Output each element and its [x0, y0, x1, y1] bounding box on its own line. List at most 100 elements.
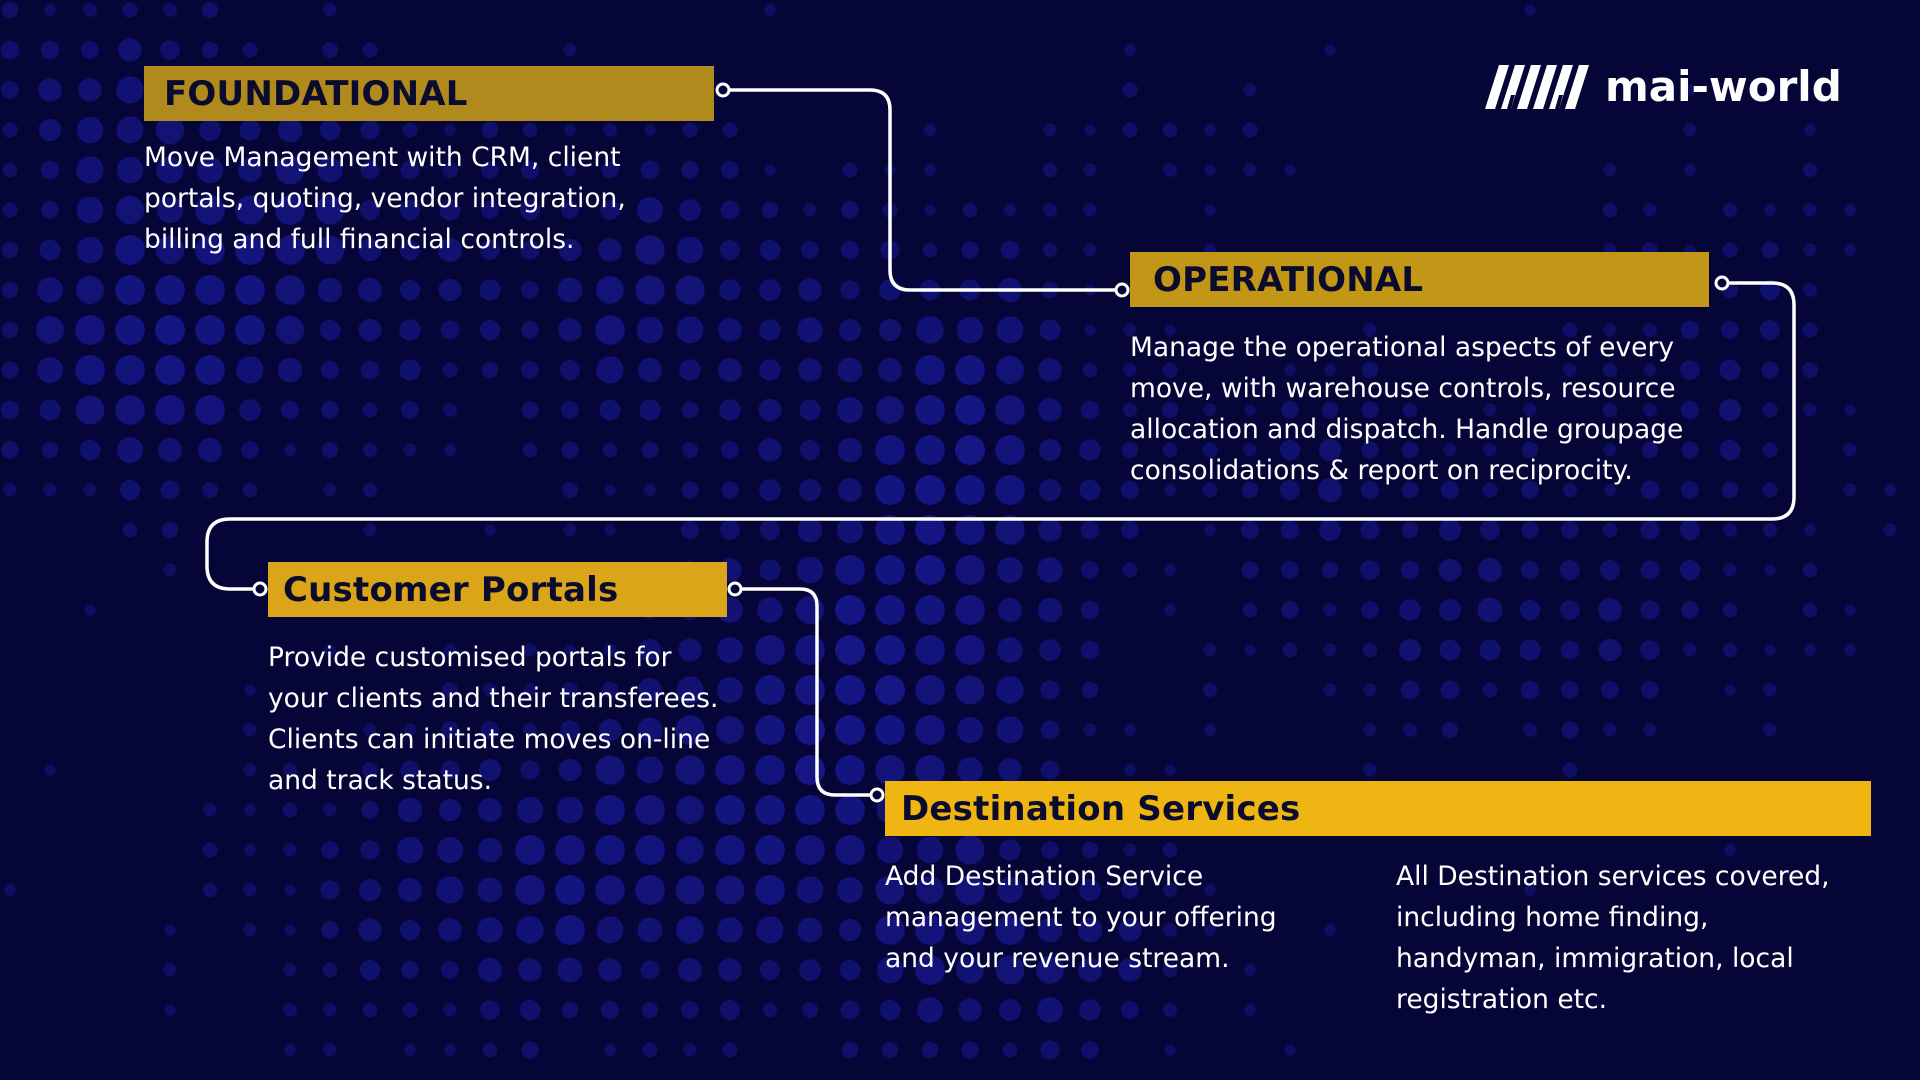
map-dot [122, 522, 138, 538]
map-dot [275, 235, 305, 265]
map-dot [317, 277, 343, 303]
map-dot [399, 239, 421, 261]
map-dot [280, 400, 300, 420]
map-dot [915, 955, 945, 985]
map-dot [1204, 924, 1216, 936]
map-dot [1121, 441, 1139, 459]
map-dot [1883, 523, 1897, 537]
map-dot [564, 644, 576, 656]
map-dot [1843, 203, 1857, 217]
map-dot [1521, 481, 1539, 499]
map-dot [596, 356, 624, 384]
map-dot [401, 401, 419, 419]
map-dot [682, 442, 698, 458]
map-dot [1203, 683, 1217, 697]
map-dot [322, 42, 338, 58]
map-dot [243, 923, 257, 937]
map-dot [1203, 723, 1217, 737]
map-dot [761, 201, 779, 219]
map-dot [481, 161, 499, 179]
map-dot [1319, 519, 1341, 541]
map-dot [1683, 123, 1697, 137]
map-dot [1324, 364, 1336, 376]
connector-foundational-operational [723, 88, 1122, 292]
map-dot [199, 119, 221, 141]
map-dot [399, 279, 421, 301]
map-dot [242, 482, 258, 498]
map-dot [996, 716, 1024, 744]
map-dot [1000, 240, 1020, 260]
map-dot [241, 441, 259, 459]
map-dot [879, 999, 901, 1021]
map-dot [283, 443, 297, 457]
map-dot [720, 160, 740, 180]
map-dot [717, 917, 743, 943]
map-dot [1084, 124, 1096, 136]
map-dot [644, 124, 656, 136]
map-dot [1002, 1042, 1018, 1058]
map-dot [1003, 203, 1017, 217]
map-dot [323, 1003, 337, 1017]
map-dot [955, 835, 985, 865]
map-dot [155, 115, 185, 145]
map-dot [875, 675, 905, 705]
map-dot [1, 281, 19, 299]
map-dot [440, 760, 460, 780]
map-dot [1162, 122, 1178, 138]
map-dot [600, 200, 620, 220]
map-dot [1760, 320, 1780, 340]
map-dot [875, 755, 905, 785]
map-dot [798, 478, 822, 502]
map-dot [197, 437, 223, 463]
map-dot [1602, 522, 1618, 538]
map-dot [1439, 639, 1461, 661]
description-line: Move Management with CRM, client [144, 142, 621, 173]
map-dot [235, 195, 265, 225]
map-dot [1120, 520, 1140, 540]
map-dot [1043, 123, 1057, 137]
customer-portals-title: Customer Portals [283, 569, 619, 610]
map-dot [1164, 564, 1176, 576]
connector-node [727, 581, 743, 597]
map-dot [78, 78, 102, 102]
map-dot [1204, 884, 1216, 896]
map-dot [521, 361, 539, 379]
map-dot [1038, 518, 1062, 542]
map-dot [1323, 643, 1337, 657]
map-dot [643, 483, 657, 497]
map-dot [681, 401, 699, 419]
map-dot [521, 321, 539, 339]
map-dot [479, 279, 501, 301]
map-dot [283, 843, 297, 857]
map-dot [1040, 680, 1060, 700]
map-dot [841, 201, 859, 219]
map-dot [160, 40, 180, 60]
map-dot [675, 795, 705, 825]
map-dot [796, 876, 824, 904]
map-dot [75, 315, 105, 345]
map-dot [1762, 482, 1778, 498]
map-dot [75, 395, 105, 425]
map-dot [759, 479, 781, 501]
map-dot [720, 440, 740, 460]
map-dot [1477, 557, 1503, 583]
map-dot [603, 1043, 617, 1057]
map-dot [360, 840, 380, 860]
map-dot [1520, 560, 1540, 580]
map-dot [521, 1041, 539, 1059]
map-dot [716, 716, 744, 744]
map-dot [1120, 480, 1140, 500]
map-dot [835, 835, 865, 865]
map-dot [400, 760, 420, 780]
map-dot [438, 798, 462, 822]
map-dot [360, 160, 380, 180]
map-dot [640, 160, 660, 180]
map-dot [595, 835, 625, 865]
map-dot [1603, 483, 1617, 497]
map-dot [595, 875, 625, 905]
map-dot [1483, 403, 1497, 417]
map-dot [558, 758, 582, 782]
map-dot [1204, 164, 1216, 176]
map-dot [961, 241, 979, 259]
